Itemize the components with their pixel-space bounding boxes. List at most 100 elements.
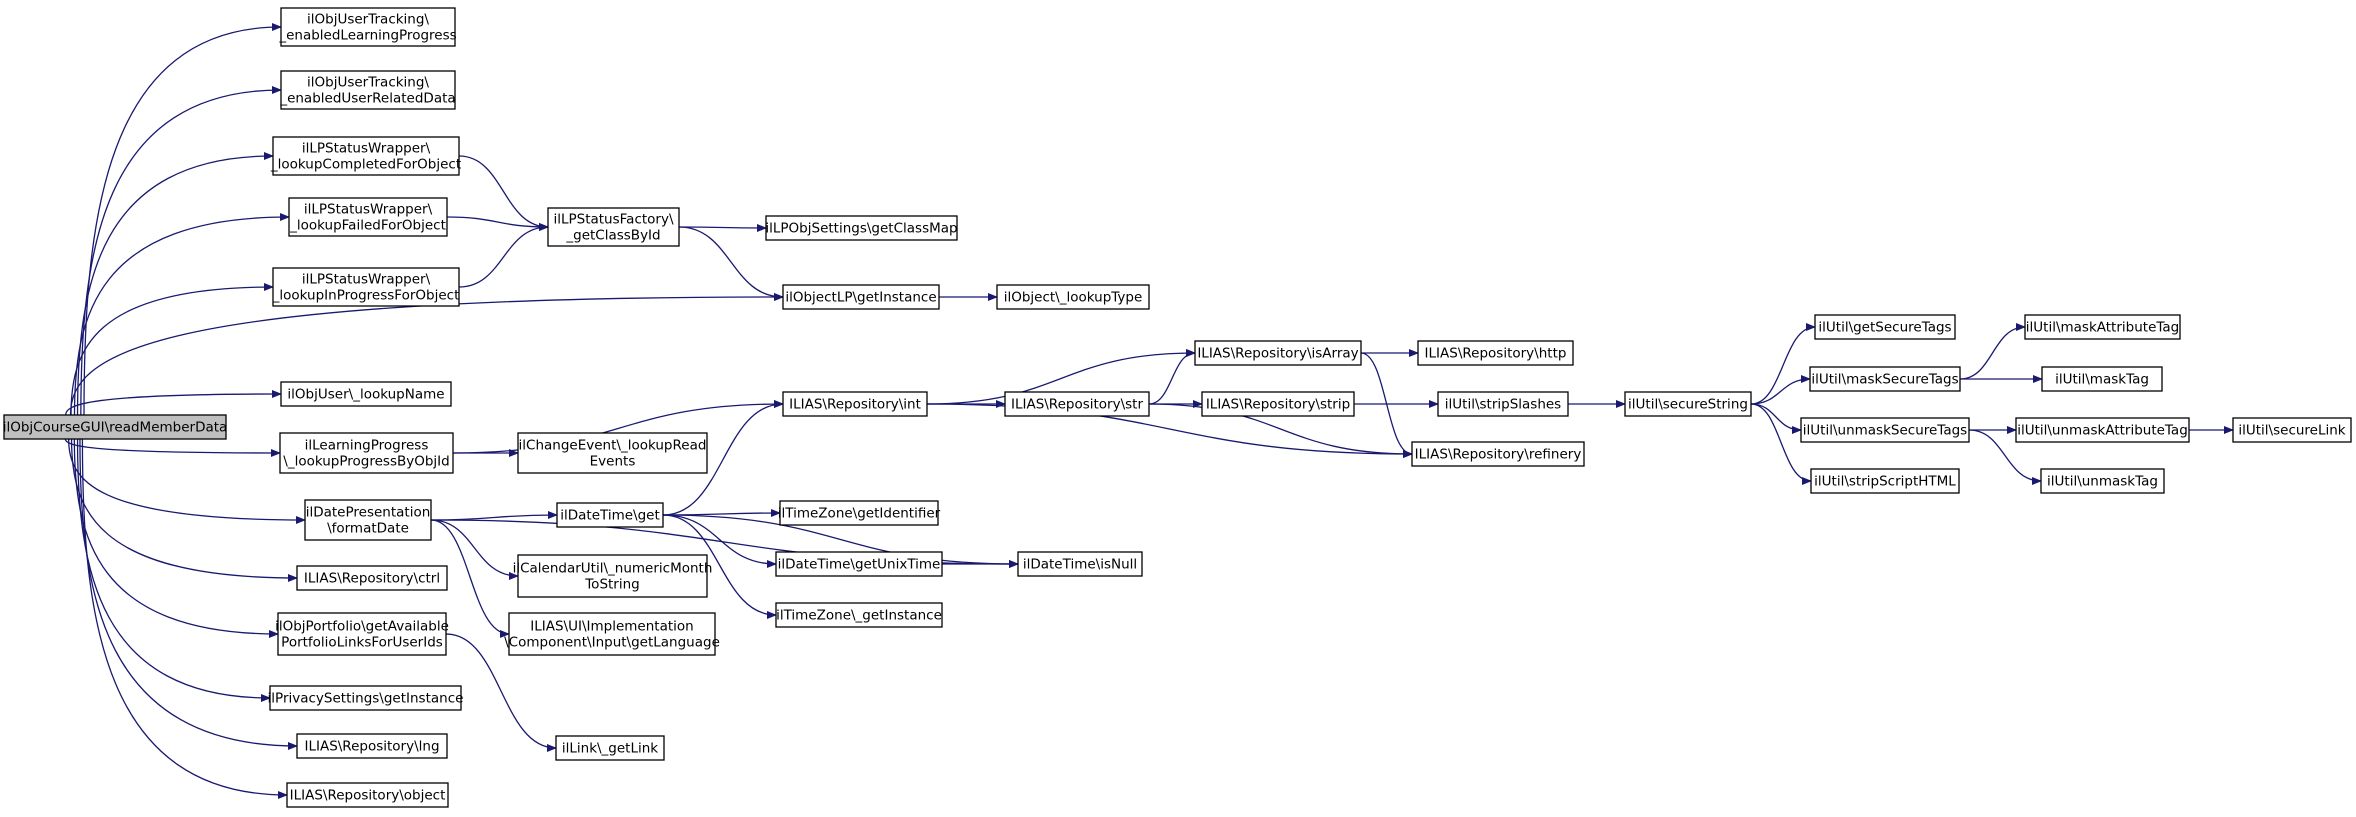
edge-n20-to-n28 [662, 514, 777, 568]
graph-node-n6[interactable]: ilObjUser\_lookupName [280, 381, 452, 407]
graph-node-n2[interactable]: ilObjUserTracking\_enabledUserRelatedDat… [279, 70, 456, 110]
graph-node-n33[interactable]: ilUtil\stripSlashes [1437, 391, 1569, 417]
graph-node-n12[interactable]: ILIAS\Repository\lng [296, 733, 448, 759]
graph-edge [662, 514, 1019, 568]
graph-node-n22[interactable]: ILIAS\UI\Implementation\Component\Input\… [504, 612, 720, 656]
node-label-line: ILIAS\Repository\lng [304, 739, 439, 755]
edge-root-to-n4 [73, 213, 290, 416]
graph-node-n7[interactable]: ilLearningProgress\_lookupProgressByObjI… [279, 432, 454, 474]
node-label-line: ILIAS\Repository\object [290, 788, 446, 804]
node-box [1809, 366, 1961, 392]
edge-root-to-n10 [73, 438, 279, 638]
edge-n20-to-n30 [662, 514, 1019, 568]
edge-n8-to-n22 [430, 519, 510, 638]
node-label-line: ILIAS\Repository\int [789, 397, 921, 413]
graph-node-n26[interactable]: ILIAS\Repository\refinery [1411, 441, 1585, 467]
graph-node-n1[interactable]: ilObjUserTracking\_enabledLearningProgre… [278, 7, 457, 47]
graph-node-n8[interactable]: ilDatePresentation\formatDate [304, 499, 432, 541]
graph-node-n42[interactable]: ilUtil\unmaskTag [2040, 468, 2165, 494]
graph-node-n10[interactable]: ilObjPortfolio\getAvailablePortfolioLink… [275, 612, 449, 656]
node-box [779, 500, 939, 526]
graph-node-n34[interactable]: ilUtil\secureString [1624, 391, 1752, 417]
node-box [1194, 340, 1362, 366]
node-box [2232, 417, 2352, 443]
node-label-line: Events [590, 454, 636, 470]
graph-node-n27[interactable]: ilTimeZone\getIdentifier [778, 500, 941, 526]
node-label-line: ilDatePresentation [306, 505, 431, 521]
node-label-line: ilChangeEvent\_lookupRead [519, 438, 707, 454]
node-label-line: _getClassById [565, 228, 660, 244]
graph-node-n31[interactable]: ILIAS\Repository\http [1417, 340, 1574, 366]
graph-node-n15[interactable]: ilLPObjSettings\getClassMap [765, 215, 958, 241]
node-label-line: ilUtil\secureLink [2238, 423, 2345, 439]
graph-node-n24[interactable]: ILIAS\Repository\str [1004, 391, 1150, 417]
edge-n36-to-n39 [1959, 323, 2026, 380]
graph-node-root[interactable]: ilObjCourseGUI\readMemberData [3, 414, 228, 440]
node-label-line: _enabledLearningProgress [278, 28, 456, 44]
graph-node-n32[interactable]: ILIAS\Repository\strip [1201, 391, 1355, 417]
graph-node-n25[interactable]: ILIAS\Repository\isArray [1194, 340, 1362, 366]
edge-n34-to-n36 [1750, 375, 1811, 405]
graph-edge [678, 223, 767, 232]
edge-root-to-n16 [69, 293, 784, 416]
edge-n3-to-n14 [458, 155, 549, 231]
graph-node-n11[interactable]: ilPrivacySettings\getInstance [268, 685, 464, 711]
node-box [508, 612, 716, 656]
graph-node-n30[interactable]: ilDateTime\isNull [1017, 551, 1143, 577]
graph-node-n14[interactable]: ilLPStatusFactory\_getClassById [547, 207, 680, 247]
graph-edge [68, 438, 306, 524]
node-layer: ilObjCourseGUI\readMemberData ilObjUserTr… [3, 7, 2352, 808]
graph-edge [80, 86, 282, 416]
edge-n34-to-n35 [1750, 323, 1816, 405]
node-box [1417, 340, 1574, 366]
node-label-line: ilLearningProgress [305, 438, 429, 454]
edge-root-to-n11 [76, 438, 271, 702]
node-label-line: _lookupCompletedForObject [270, 157, 461, 173]
node-box [304, 499, 432, 541]
node-label-line: ilObjUserTracking\ [307, 12, 429, 28]
node-label-line: PortfolioLinksForUserIds [281, 635, 443, 651]
node-box [2015, 417, 2190, 443]
graph-node-n23[interactable]: ilLink\_getLink [555, 735, 665, 761]
node-label-line: \formatDate [327, 521, 409, 537]
graph-node-n5[interactable]: ilLPStatusWrapper\_lookupInProgressForOb… [272, 267, 460, 307]
graph-node-n29[interactable]: ilTimeZone\_getInstance [775, 602, 943, 628]
node-box [775, 551, 943, 577]
node-label-line: ilObjUser\_lookupName [287, 387, 444, 403]
node-label-line: ilLink\_getLink [562, 741, 658, 757]
graph-node-n37[interactable]: ilUtil\unmaskSecureTags [1800, 417, 1970, 443]
graph-node-n13[interactable]: ILIAS\Repository\object [286, 782, 449, 808]
node-box [272, 136, 460, 176]
node-label-line: ilLPStatusWrapper\ [302, 141, 431, 157]
graph-node-n16[interactable]: ilObjectLP\getInstance [782, 284, 940, 310]
graph-node-n38[interactable]: ilUtil\stripScriptHTML [1810, 468, 1960, 494]
graph-node-n39[interactable]: ilUtil\maskAttributeTag [2024, 314, 2181, 340]
node-box [280, 7, 456, 47]
graph-node-n4[interactable]: ilLPStatusWrapper\_lookupFailedForObject [288, 197, 448, 237]
node-label-line: ilTimeZone\getIdentifier [778, 506, 941, 522]
graph-node-n36[interactable]: ilUtil\maskSecureTags [1809, 366, 1961, 392]
node-label-line: ilDateTime\get [560, 508, 660, 524]
graph-node-n9[interactable]: ILIAS\Repository\ctrl [296, 565, 448, 591]
graph-node-n20[interactable]: ilDateTime\get [556, 502, 664, 528]
edge-root-to-n13 [81, 438, 288, 799]
graph-node-n35[interactable]: ilUtil\getSecureTags [1814, 314, 1956, 340]
graph-node-n3[interactable]: ilLPStatusWrapper\_lookupCompletedForObj… [270, 136, 461, 176]
graph-node-n43[interactable]: ilUtil\secureLink [2232, 417, 2352, 443]
graph-edge [1750, 375, 1811, 405]
node-box [1411, 441, 1585, 467]
node-label-line: _enabledUserRelatedData [279, 91, 455, 107]
graph-node-n41[interactable]: ilUtil\unmaskAttributeTag [2015, 417, 2190, 443]
graph-edge [83, 23, 282, 416]
graph-node-n17[interactable]: ilObject\_lookupType [996, 284, 1150, 310]
graph-edge [458, 155, 549, 231]
graph-edge [430, 511, 558, 521]
graph-node-n40[interactable]: ilUtil\maskTag [2041, 366, 2163, 392]
node-label-line: ILIAS\Repository\http [1425, 346, 1567, 362]
graph-node-n18[interactable]: ILIAS\Repository\int [782, 391, 928, 417]
node-box [782, 391, 928, 417]
edge-root-to-n8 [68, 438, 306, 524]
graph-node-n28[interactable]: ilDateTime\getUnixTime [775, 551, 943, 577]
